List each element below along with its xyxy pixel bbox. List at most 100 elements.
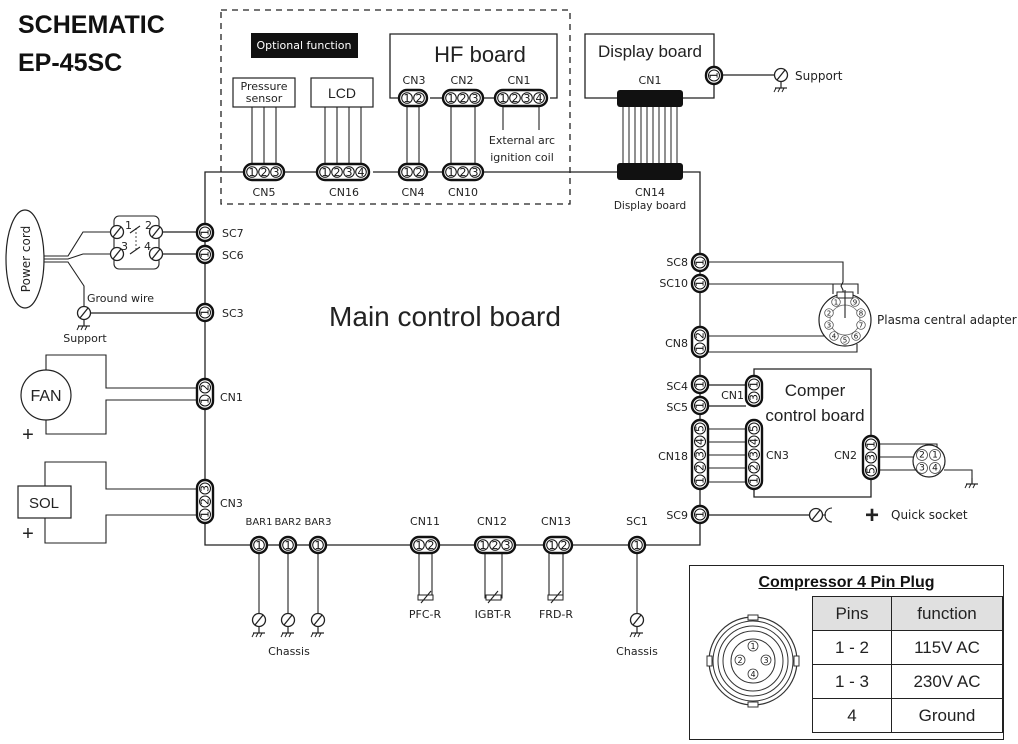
pin-number: 1	[199, 511, 212, 518]
pin-number: 4	[694, 438, 707, 445]
table-row: 4 Ground	[812, 698, 1003, 733]
adapter-pin-number: 2	[827, 309, 831, 317]
table-cell-function: 230V AC	[891, 664, 1003, 699]
pin-number: 1	[694, 259, 707, 266]
comper-board-outline	[753, 368, 872, 439]
pin-number: 2	[561, 539, 568, 552]
pin-number: 2	[334, 166, 341, 179]
pin-number: 1	[694, 381, 707, 388]
switch-pin-1: 1	[125, 219, 132, 232]
comper-title-2: control board	[765, 406, 864, 425]
cn8-connector: 12	[690, 325, 710, 359]
igbt-r-label: IGBT-R	[475, 608, 512, 621]
pin-number: 5	[865, 467, 878, 474]
comper-cn1-connector: 31	[744, 374, 764, 408]
adapter-pin-number: 8	[859, 309, 863, 317]
chassis-label: Chassis	[268, 645, 310, 658]
optional-function-label-bg	[251, 33, 358, 58]
plug-pin-number: 4	[932, 463, 938, 473]
pin-number: 4	[536, 92, 543, 105]
cn14-sub-label: Display board	[614, 200, 686, 212]
adapter-pin-number: 5	[843, 336, 847, 344]
plug-pin-number: 2	[919, 450, 925, 460]
bar2-label: BAR2	[274, 517, 301, 528]
sc3-label: SC3	[222, 307, 244, 320]
title-line-1: SCHEMATIC	[18, 11, 165, 39]
cn13-label: CN13	[541, 515, 571, 528]
cn14-label: CN14	[635, 186, 665, 199]
pin-number: 1	[199, 229, 212, 236]
pin-number: 3	[346, 166, 353, 179]
pin-number: 2	[492, 539, 499, 552]
table-plug-pin-number: 2	[737, 656, 742, 665]
adapter-pin-number: 6	[854, 332, 859, 340]
adapter-pin-number: 9	[853, 298, 857, 306]
pin-number: 1	[500, 92, 507, 105]
hf-board-outline	[389, 33, 558, 99]
header-pins: Pins	[812, 596, 892, 631]
pressure-sensor-label-2: sensor	[246, 92, 283, 105]
pin-number: 1	[480, 539, 487, 552]
hf-cn3-label: CN3	[403, 74, 426, 87]
pin-number: 2	[694, 332, 707, 339]
sc6-label: SC6	[222, 249, 244, 262]
plug-pin-number: 1	[932, 450, 938, 460]
adapter-pin-number: 3	[827, 321, 831, 329]
pressure-sensor-label-1: Pressure	[241, 80, 288, 93]
switch-pin-3: 3	[121, 240, 128, 253]
pin-number: 1	[549, 539, 556, 552]
pin-number: 3	[273, 166, 280, 179]
pin-number: 1	[249, 166, 256, 179]
title-model: EP-45SC	[18, 49, 123, 77]
power-cord-label: Power cord	[19, 226, 33, 292]
sc9-connector: 1	[690, 504, 710, 525]
pin-number: 1	[694, 511, 707, 518]
pin-number: 2	[460, 166, 467, 179]
pin-number: 5	[694, 425, 707, 432]
pin-number: 1	[404, 166, 411, 179]
lcd-label: LCD	[328, 85, 356, 101]
pin-number: 1	[865, 441, 878, 448]
display-cn1-label: CN1	[639, 74, 662, 87]
pin-number: 1	[634, 539, 641, 552]
pin-number: 1	[748, 381, 761, 388]
bar1-connector: 1	[249, 535, 269, 555]
pin-number: 2	[199, 498, 212, 505]
cn11-label: CN11	[410, 515, 440, 528]
solenoid	[17, 485, 72, 519]
sc5-connector: 1	[690, 395, 710, 416]
sc4-label: SC4	[666, 380, 688, 393]
display-ground-pin: 1	[704, 65, 724, 86]
pin-number: 1	[285, 539, 292, 552]
table-row: 1 - 3 230V AC	[812, 664, 1003, 699]
comper-cn3-label: CN3	[766, 449, 789, 462]
table-row: 1 - 2 115V AC	[812, 630, 1003, 665]
ground-wire-label: Ground wire	[87, 292, 154, 305]
header-function: function	[891, 596, 1003, 631]
pin-number: 4	[358, 166, 365, 179]
display-board-outline	[584, 33, 715, 99]
cn5-label: CN5	[253, 186, 276, 199]
igbt-r-thermistor	[484, 553, 503, 604]
pin-number: 1	[448, 166, 455, 179]
cn18-label: CN18	[658, 450, 688, 463]
cn12-label: CN12	[477, 515, 507, 528]
hf-cn2-label: CN2	[451, 74, 474, 87]
sol-cn3-label: CN3	[220, 497, 243, 510]
sc10-connector: 1	[690, 273, 710, 294]
cn8-label: CN8	[665, 337, 688, 350]
left-support-label: Support	[63, 332, 107, 345]
table-plug-pin-number: 4	[750, 670, 755, 679]
compressor-pin-table: Pins function 1 - 2 115V AC 1 - 3 230V A…	[812, 596, 1003, 733]
comper-cn2-label: CN2	[834, 449, 857, 462]
pfc-r-thermistor	[417, 553, 434, 604]
sc7-label: SC7	[222, 227, 244, 240]
table-cell-pins: 1 - 2	[812, 630, 892, 665]
pin-number: 3	[865, 454, 878, 461]
